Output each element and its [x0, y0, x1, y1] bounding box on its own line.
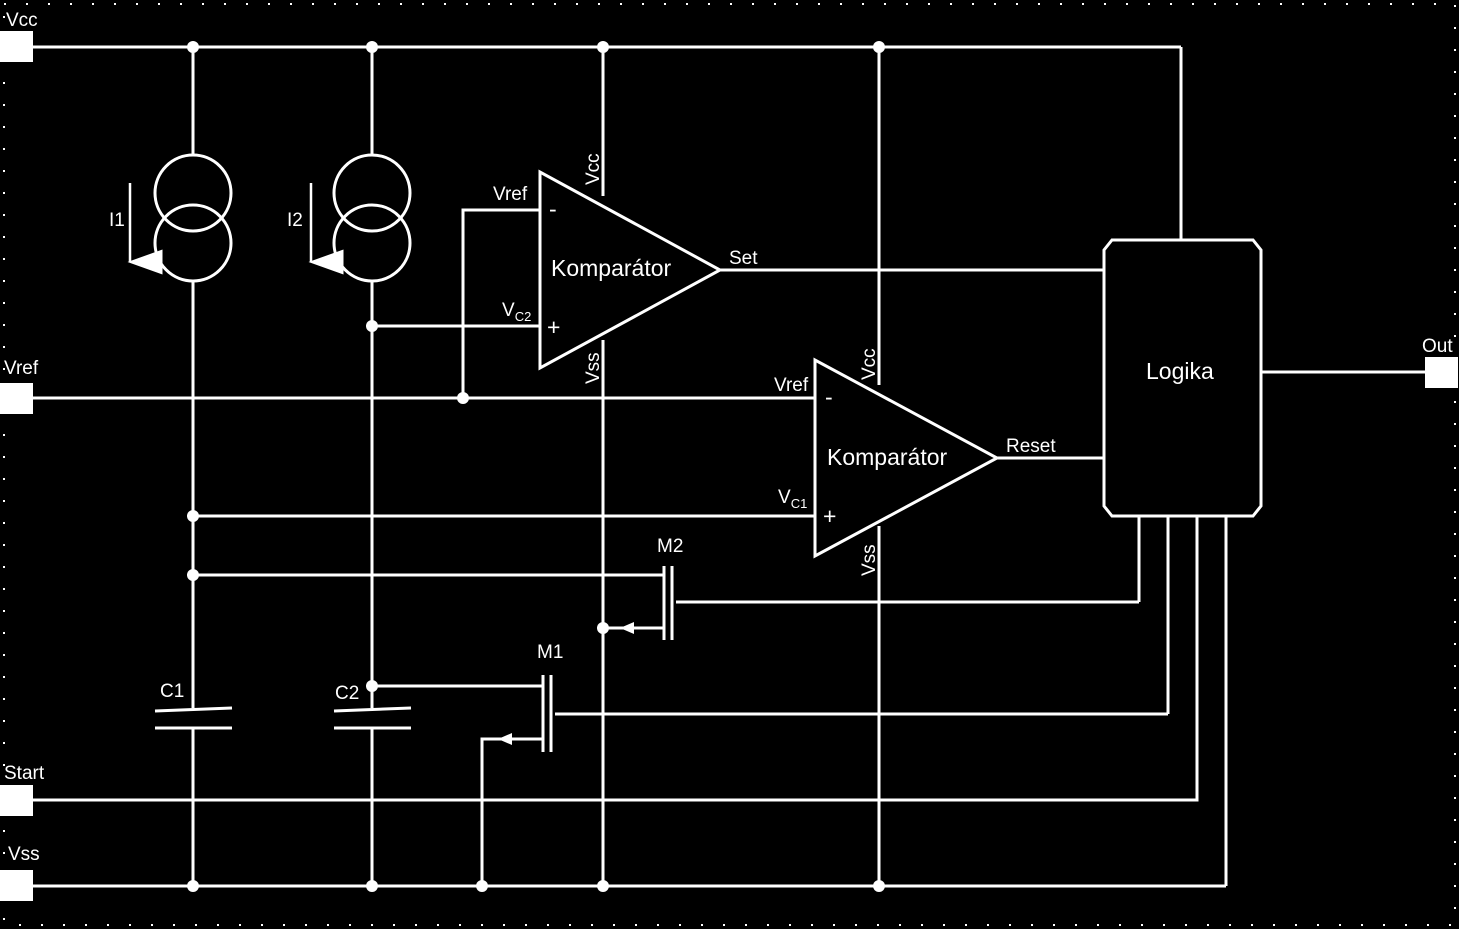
- transistor-m1: [372, 516, 1170, 886]
- reset-label: Reset: [1006, 436, 1056, 457]
- capacitor-c2: [333, 706, 412, 730]
- comparator-bottom-name: Komparátor: [827, 444, 948, 470]
- comparator-top-vcc-label: Vcc: [583, 153, 604, 185]
- vss-rail: [30, 516, 1228, 888]
- out-pin-label: Out: [1422, 336, 1453, 357]
- set-label: Set: [729, 248, 758, 269]
- comparator-bottom-vcc-label: Vcc: [859, 348, 880, 380]
- m1-label: M1: [537, 642, 563, 663]
- start-pad: [0, 785, 33, 816]
- vss-pad: [0, 870, 33, 901]
- start-line: [30, 516, 1199, 802]
- logic-block: [1102, 238, 1263, 518]
- current-source-i1: [127, 47, 233, 886]
- comparator-top-minus: -: [549, 196, 557, 222]
- capacitor-c1: [154, 706, 233, 730]
- vcc-pin-label: Vcc: [6, 10, 38, 31]
- c2-label: C2: [335, 683, 359, 704]
- out-pad: [1425, 357, 1458, 388]
- i1-label: I1: [109, 210, 125, 231]
- comparator-bottom-vss-label: Vss: [859, 544, 880, 576]
- comparator-top-plus-label: VC2: [502, 300, 531, 324]
- comparator-top: [538, 169, 1104, 371]
- comparator-bottom: [813, 357, 1104, 559]
- vc1-sub: C1: [791, 496, 808, 511]
- start-pin-label: Start: [4, 763, 45, 784]
- comparator-top-vss-label: Vss: [583, 352, 604, 384]
- comparator-bottom-plus: +: [823, 503, 836, 529]
- vc2-sub: C2: [515, 309, 532, 324]
- i2-label: I2: [287, 210, 303, 231]
- vcc-rail: [30, 45, 1183, 240]
- vref-rail: [30, 208, 815, 400]
- comparator-top-name: Komparátor: [551, 255, 672, 281]
- vc2-main: V: [502, 300, 515, 321]
- vref-pad: [0, 383, 33, 414]
- comparator-top-plus: +: [547, 314, 560, 340]
- comparator-bottom-plus-label: VC1: [778, 487, 807, 511]
- vss-pin-label: Vss: [8, 844, 40, 865]
- current-source-i2: [308, 47, 412, 886]
- vcc-pad: [0, 31, 33, 62]
- vc1-main: V: [778, 487, 791, 508]
- m2-label: M2: [657, 536, 683, 557]
- transistor-m2: [193, 516, 1141, 640]
- comparator-top-minus-label: Vref: [493, 184, 528, 205]
- junction-dots: [187, 41, 885, 892]
- comparator-bottom-minus-label: Vref: [774, 375, 809, 396]
- logic-label: Logika: [1146, 358, 1214, 384]
- comparator-bottom-minus: -: [825, 384, 833, 410]
- c1-label: C1: [160, 681, 184, 702]
- vref-pin-label: Vref: [4, 358, 39, 379]
- dotted-border: [3, 3, 1456, 926]
